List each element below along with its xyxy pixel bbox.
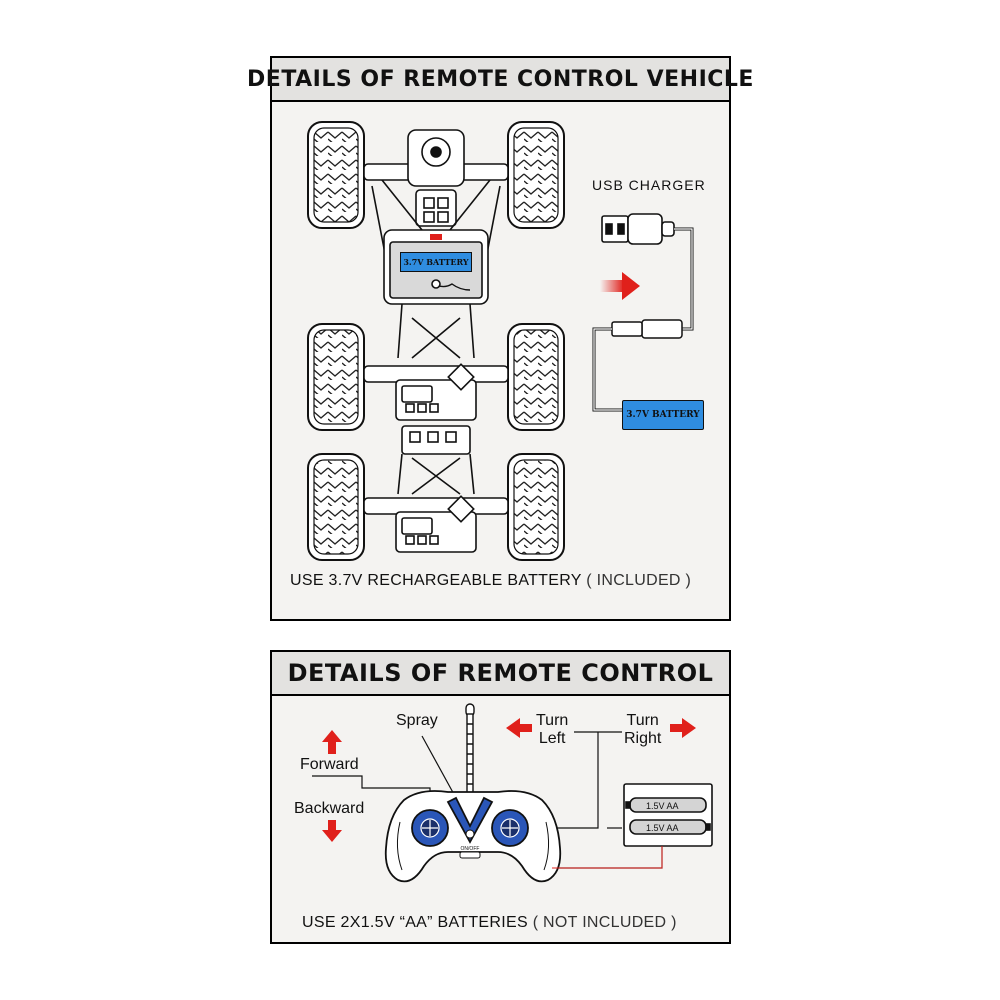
charger-battery-box: 3.7V BATTERY <box>622 400 704 430</box>
vehicle-details-panel: DETAILS OF REMOTE CONTROL VEHICLE <box>247 56 753 621</box>
charger-cable <box>674 227 694 331</box>
front-left-tire <box>307 121 365 229</box>
remote-controller-body <box>384 790 562 883</box>
rear-right-tire <box>507 453 565 561</box>
remote-note-not-included: ( NOT INCLUDED ) <box>532 914 677 931</box>
charger-battery-label: 3.7V BATTERY <box>626 410 700 420</box>
car-battery-label-box: 3.7V BATTERY <box>400 252 472 272</box>
arrow-left-icon <box>506 718 532 738</box>
car-battery-label: 3.7V BATTERY <box>403 257 469 267</box>
forward-label: Forward <box>300 756 359 773</box>
battery-wire <box>552 846 663 869</box>
turn-left-label: Turn Left <box>536 712 569 747</box>
arrow-down-icon <box>322 820 342 842</box>
battery-2-label: 1.5V AA <box>646 823 679 833</box>
spray-label: Spray <box>396 712 438 729</box>
on-off-switch <box>459 851 481 859</box>
battery-holder <box>623 783 713 847</box>
front-right-tire <box>507 121 565 229</box>
remote-battery-note: USE 2X1.5V “AA” BATTERIES ( NOT INCLUDED… <box>302 914 677 932</box>
remote-panel-title: DETAILS OF REMOTE CONTROL <box>287 659 714 687</box>
switch-label: ON/OFF <box>461 846 480 852</box>
remote-diagram: ON/OFF <box>312 703 713 883</box>
antenna <box>465 703 475 799</box>
usb-charger-label: USB CHARGER <box>592 177 706 193</box>
arrow-up-icon <box>322 730 342 754</box>
middle-right-tire <box>507 323 565 431</box>
middle-left-tire <box>307 323 365 431</box>
charger-connector <box>611 319 683 339</box>
vehicle-diagram <box>307 121 694 561</box>
rear-left-tire <box>307 453 365 561</box>
battery-1-label: 1.5V AA <box>646 801 679 811</box>
vehicle-note-included: ( INCLUDED ) <box>586 572 692 589</box>
remote-panel-header: DETAILS OF REMOTE CONTROL <box>272 652 729 696</box>
arrow-right-icon <box>670 718 696 738</box>
turn-right-label: Turn Right <box>624 712 662 747</box>
vehicle-panel-title: DETAILS OF REMOTE CONTROL VEHICLE <box>247 66 754 92</box>
vehicle-note-main: USE 3.7V RECHARGEABLE BATTERY <box>290 572 582 589</box>
spray-v-icon <box>446 796 494 844</box>
red-arrow-right-icon <box>600 272 640 300</box>
remote-details-panel: DETAILS OF REMOTE CONTROL <box>270 650 731 944</box>
vehicle-chassis <box>363 129 509 553</box>
usb-plug-icon <box>601 213 675 245</box>
vehicle-panel-header: DETAILS OF REMOTE CONTROL VEHICLE <box>247 58 753 102</box>
backward-label: Backward <box>294 800 365 817</box>
remote-note-main: USE 2X1.5V “AA” BATTERIES <box>302 914 528 931</box>
vehicle-battery-note: USE 3.7V RECHARGEABLE BATTERY ( INCLUDED… <box>290 572 691 590</box>
